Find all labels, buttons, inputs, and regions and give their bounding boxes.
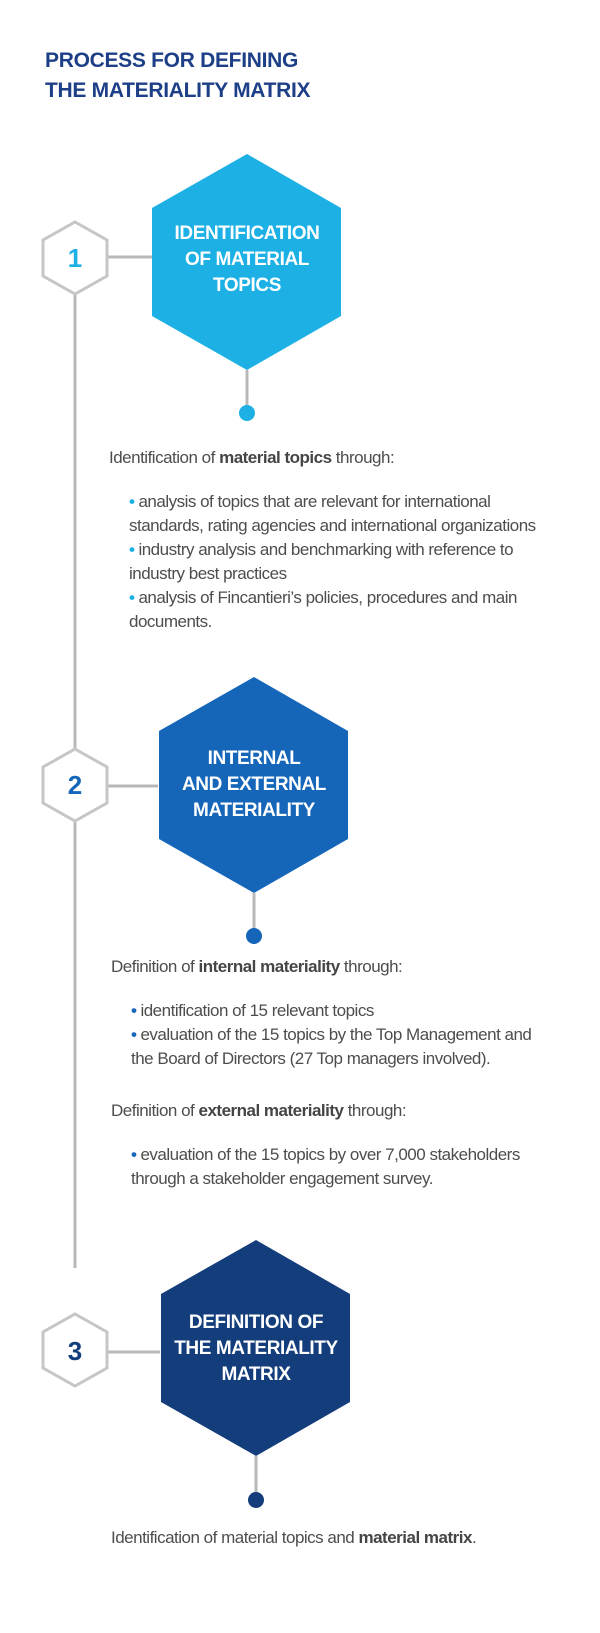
step-1-intro-bold: material topics bbox=[219, 448, 332, 467]
step-3-label: DEFINITION OF THE MATERIALITY MATRIX bbox=[167, 1304, 345, 1394]
step-3-connector-dot bbox=[248, 1492, 264, 1508]
step-3-intro-pre: Identification of material topics and bbox=[111, 1528, 359, 1547]
step-1-connector-dot bbox=[239, 405, 255, 421]
step-3-intro: Identification of material topics and ma… bbox=[111, 1526, 477, 1550]
step-3-intro-post: . bbox=[471, 1528, 477, 1547]
step-3-hexagon bbox=[161, 1240, 350, 1456]
list-item: •evaluation of the 15 topics by the Top … bbox=[131, 1025, 532, 1068]
step-2-intro-external: Definition of external materiality throu… bbox=[111, 1099, 407, 1123]
step-1-intro-post: through: bbox=[331, 448, 395, 467]
title-line-2: THE MATERIALITY MATRIX bbox=[45, 79, 311, 102]
step-2-intro-bold: internal materiality bbox=[198, 957, 341, 976]
step-2-hexagon bbox=[159, 677, 348, 893]
step-1-hexagon bbox=[152, 154, 341, 370]
step-2-label-line-2: AND EXTERNAL bbox=[181, 774, 327, 795]
step-2-number: 2 bbox=[67, 770, 83, 800]
step-1-intro-pre: Identification of bbox=[109, 448, 220, 467]
step-1-bullet-list: •analysis of topics that are relevant fo… bbox=[129, 490, 569, 634]
step-3-number-hexagon bbox=[41, 1312, 109, 1388]
step-2-intro-pre: Definition of bbox=[111, 957, 199, 976]
step-2-internal-bullet-list: •identification of 15 relevant topics •e… bbox=[131, 999, 571, 1071]
step-2-label: INTERNAL AND EXTERNAL MATERIALITY bbox=[167, 740, 341, 830]
step-3-intro-bold: material matrix bbox=[358, 1528, 472, 1547]
step-2-intro2-post: through: bbox=[343, 1101, 407, 1120]
step-1-label: IDENTIFICATION OF MATERIAL TOPICS bbox=[160, 215, 334, 305]
step-3-label-line-3: MATRIX bbox=[221, 1364, 291, 1385]
step-2-connector-dot bbox=[246, 928, 262, 944]
step-1-number-hexagon bbox=[41, 220, 109, 296]
step-2-intro2-bold: external materiality bbox=[198, 1101, 344, 1120]
step-1-label-line-3: TOPICS bbox=[213, 275, 281, 296]
step-1-intro: Identification of material topics throug… bbox=[109, 446, 395, 470]
step-2-intro: Definition of internal materiality throu… bbox=[111, 955, 403, 979]
list-item: •evaluation of the 15 topics by over 7,0… bbox=[131, 1145, 520, 1188]
step-3-label-line-1: DEFINITION OF bbox=[188, 1312, 324, 1333]
list-item: •analysis of Fincantieri’s policies, pro… bbox=[129, 588, 517, 631]
list-item: •identification of 15 relevant topics bbox=[131, 1001, 374, 1020]
step-3-label-line-2: THE MATERIALITY bbox=[174, 1338, 338, 1359]
step-3-number: 3 bbox=[67, 1336, 83, 1366]
title-line-1: PROCESS FOR DEFINING bbox=[45, 49, 299, 72]
page-title: PROCESS FOR DEFINING THE MATERIALITY MAT… bbox=[45, 46, 311, 106]
step-1-label-line-2: OF MATERIAL bbox=[184, 249, 309, 270]
step-2-label-line-1: INTERNAL bbox=[207, 748, 301, 769]
list-item: •industry analysis and benchmarking with… bbox=[129, 540, 514, 583]
step-2-label-line-3: MATERIALITY bbox=[193, 800, 315, 821]
list-item: •analysis of topics that are relevant fo… bbox=[129, 492, 536, 535]
step-2-intro2-pre: Definition of bbox=[111, 1101, 199, 1120]
step-2-intro-post: through: bbox=[339, 957, 403, 976]
step-2-number-hexagon bbox=[41, 747, 109, 823]
step-2-external-bullet-list: •evaluation of the 15 topics by over 7,0… bbox=[131, 1143, 571, 1191]
step-1-label-line-1: IDENTIFICATION bbox=[174, 223, 320, 244]
step-1-number: 1 bbox=[67, 243, 83, 273]
